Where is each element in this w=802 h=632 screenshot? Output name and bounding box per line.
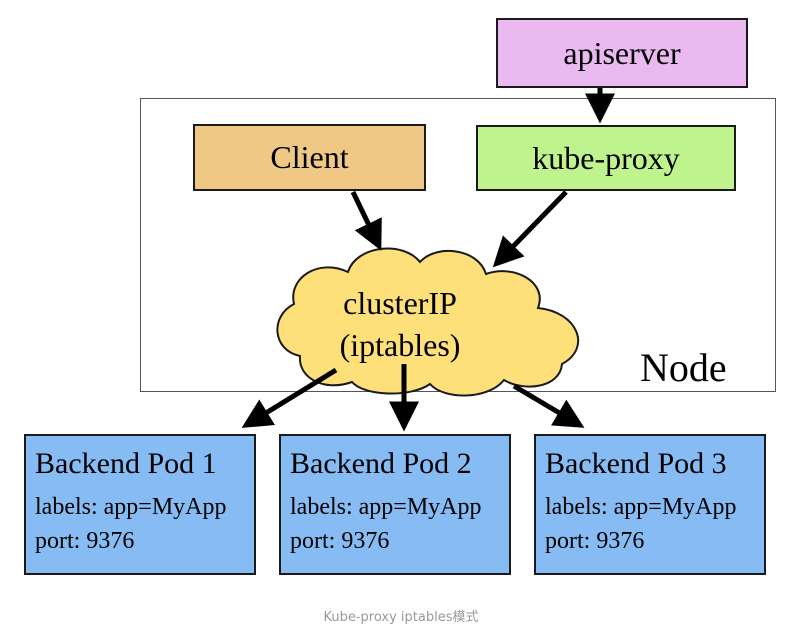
kube-proxy-label: kube-proxy [532, 139, 680, 176]
pod-port: port: 9376 [545, 528, 645, 554]
node-label: Node [640, 345, 727, 390]
cluster-ip-line-2: (iptables) [339, 327, 461, 363]
pod-labels: labels: app=MyApp [545, 494, 737, 520]
pod-labels: labels: app=MyApp [290, 494, 482, 520]
client-label: Client [270, 139, 349, 175]
pod-labels: labels: app=MyApp [35, 494, 227, 520]
pod-title: Backend Pod 3 [545, 447, 727, 480]
backend-pod-2: Backend Pod 2 labels: app=MyApp port: 93… [279, 434, 511, 575]
cluster-ip-cloud [276, 247, 580, 397]
kube-proxy-box: kube-proxy [476, 125, 736, 191]
pod-title: Backend Pod 2 [290, 447, 472, 480]
cluster-ip-label: clusterIP (iptables) [290, 282, 510, 366]
cluster-ip-line-1: clusterIP [343, 285, 457, 321]
backend-pod-1: Backend Pod 1 labels: app=MyApp port: 93… [24, 434, 256, 575]
arrow-kube-proxy-to-cluster-ip [492, 190, 568, 268]
backend-pod-3: Backend Pod 3 labels: app=MyApp port: 93… [534, 434, 766, 575]
pod-port: port: 9376 [290, 528, 390, 554]
client-box: Client [193, 124, 426, 191]
apiserver-label: apiserver [563, 34, 681, 71]
arrow-cluster-ip-to-pod-1 [241, 367, 338, 428]
apiserver-box: apiserver [496, 18, 748, 88]
arrow-cluster-ip-to-pod-3 [512, 383, 585, 428]
pod-title: Backend Pod 1 [35, 447, 217, 480]
arrow-client-to-cluster-ip [350, 190, 382, 251]
pod-port: port: 9376 [35, 528, 135, 554]
figure-caption: Kube-proxy iptables模式 [323, 610, 479, 625]
